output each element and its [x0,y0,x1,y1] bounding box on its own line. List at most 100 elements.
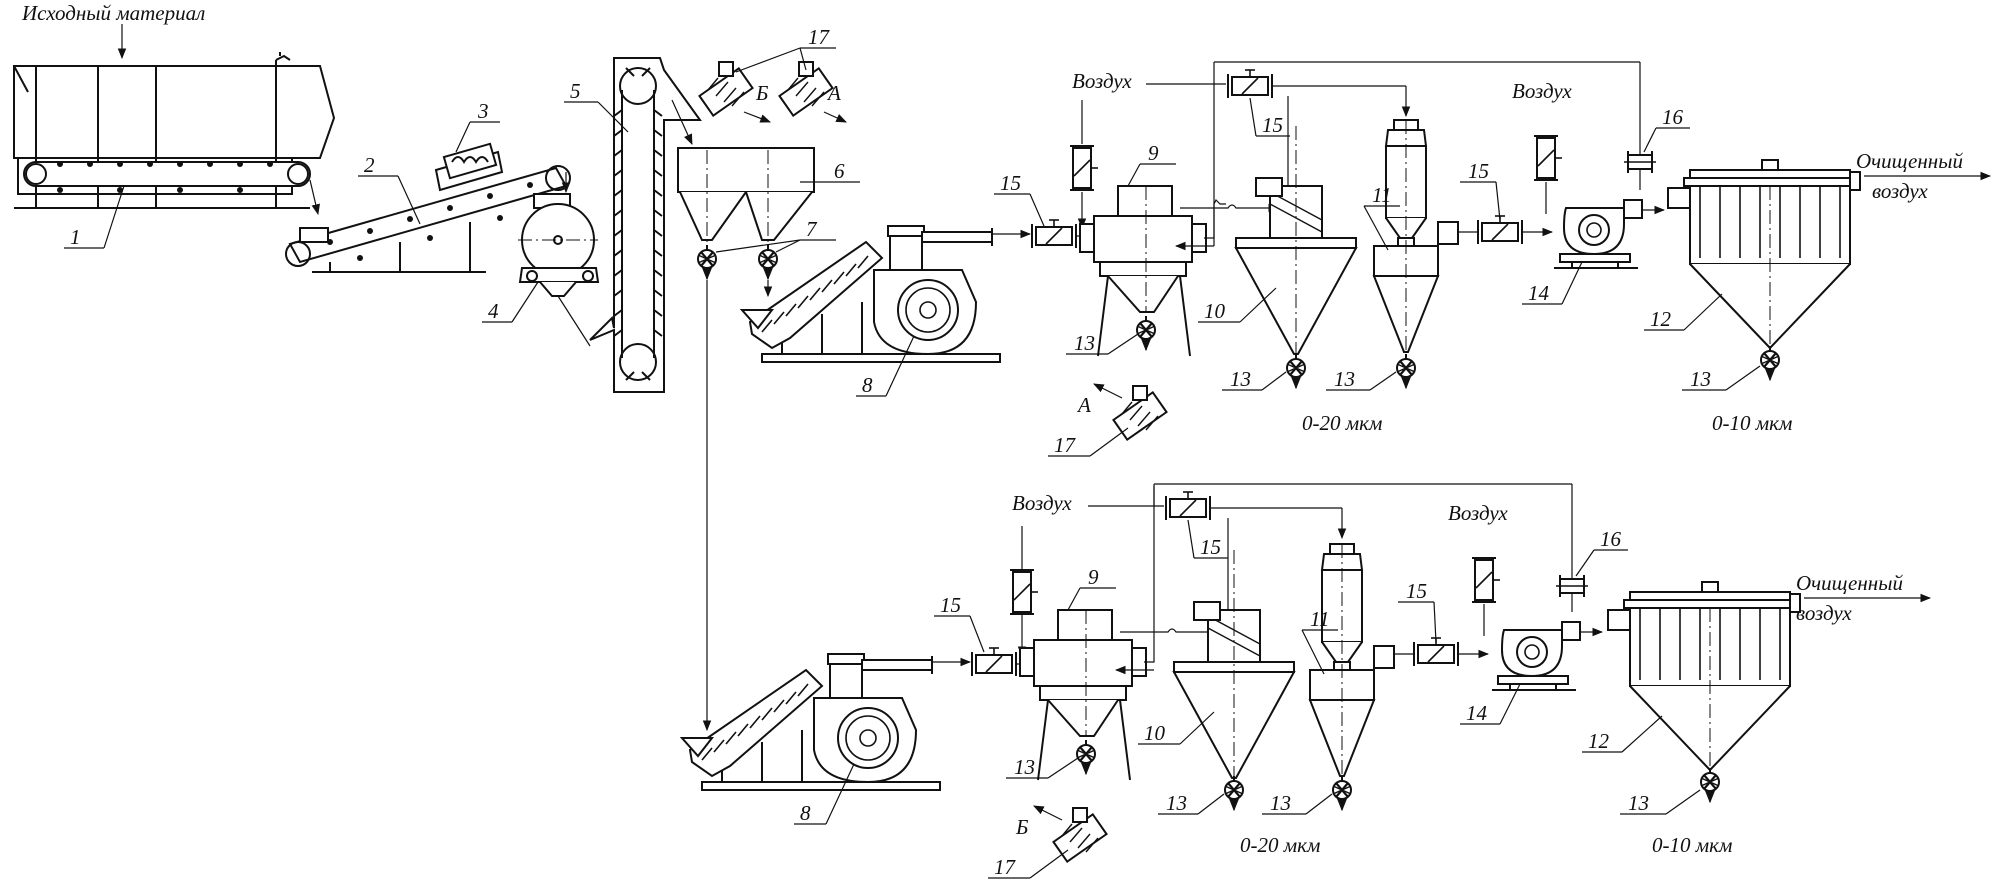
callout-15-lower-a: 15 [940,593,961,617]
callout-4: 4 [488,299,499,323]
callout-8-lower: 8 [800,801,811,825]
flap-16-upper[interactable] [1623,150,1657,174]
label-cleaned-air-lower-2: воздух [1796,601,1852,625]
duct-classifier-to-cyclone-upper [1204,198,1226,239]
classifier-column-lower [1309,543,1395,777]
callout-15-upper-c: 15 [1468,159,1489,183]
belt-conveyor [285,165,571,273]
label-fraction-20-upper: 0-20 мкм [1302,411,1382,435]
packer-17-b [698,61,754,117]
damper-15-recirc-upper[interactable] [1227,69,1273,99]
label-air-lower-1: Воздух [1012,491,1072,515]
callout-11-upper: 11 [1372,183,1391,207]
label-fraction-10-lower: 0-10 мкм [1652,833,1732,857]
callout-7: 7 [806,217,818,241]
rotary-valve-13-column-upper[interactable] [1397,354,1415,388]
callout-12-lower: 12 [1588,729,1610,753]
damper-15-recirc-lower[interactable] [1165,491,1211,521]
storage-bunker [677,147,815,262]
rotary-valve-13-classifier-lower[interactable] [1077,740,1095,774]
callout-13-filter-upper: 13 [1690,367,1711,391]
callout-2: 2 [364,153,375,177]
callout-13-column-upper: 13 [1334,367,1355,391]
label-air-upper-1: Воздух [1072,69,1132,93]
callout-17-top: 17 [808,25,831,49]
bucket-elevator [589,57,702,393]
label-fraction-10-upper: 0-10 мкм [1712,411,1792,435]
callout-5: 5 [570,79,581,103]
packer-17-a [778,61,834,117]
bag-filter-lower [1607,581,1801,771]
arrow-a-out [823,111,847,123]
label-air-lower-2: Воздух [1448,501,1508,525]
rotary-valve-13-column-lower[interactable] [1333,776,1351,810]
damper-15-mill-upper[interactable] [1031,219,1077,249]
label-cleaned-air-upper-2: воздух [1872,179,1928,203]
damper-15-blower-lower[interactable] [1413,637,1459,667]
callout-13-cyclone-upper: 13 [1230,367,1251,391]
callout-15-lower-c: 15 [1406,579,1427,603]
callout-16-upper: 16 [1662,105,1684,129]
callout-8-upper: 8 [862,373,873,397]
rotary-valve-13-cyclone-upper[interactable] [1287,354,1305,388]
callout-14-lower: 14 [1466,701,1488,725]
callout-13-column-lower: 13 [1270,791,1291,815]
magnetic-separator [434,142,504,192]
label-source-material: Исходный материал [21,1,205,25]
callout-14-upper: 14 [1528,281,1550,305]
damper-15-air-lower[interactable] [1009,569,1039,615]
callout-10-lower: 10 [1144,721,1166,745]
callout-17-mid: 17 [1054,433,1077,457]
callout-12-upper: 12 [1650,307,1672,331]
label-branch-a-top: А [826,81,841,105]
callout-15-upper-b: 15 [1262,113,1283,137]
label-branch-b-top: Б [755,81,768,105]
callout-13-classifier-lower: 13 [1014,755,1035,779]
label-air-upper-2: Воздух [1512,79,1572,103]
callout-13-classifier-upper: 13 [1074,331,1095,355]
callout-6: 6 [834,159,845,183]
fan-14-upper [1553,199,1643,269]
callout-15-lower-b: 15 [1200,535,1221,559]
damper-15-air-lower-2[interactable] [1471,557,1501,603]
cyclone-lower [1173,549,1295,779]
callout-3: 3 [477,99,489,123]
packer-17-lower-b [1052,807,1108,863]
callout-16-lower: 16 [1600,527,1622,551]
callout-1: 1 [70,225,81,249]
rotary-valve-13-filter-upper[interactable] [1761,346,1779,380]
feed-hopper [13,52,336,209]
damper-15-mill-lower[interactable] [971,647,1017,677]
bag-filter-upper [1667,159,1861,349]
label-branch-a-mid: А [1076,393,1091,417]
callout-9-lower: 9 [1088,565,1099,589]
damper-15-blower-upper[interactable] [1477,215,1523,245]
callout-11-lower: 11 [1310,607,1329,631]
mill-lower [681,653,941,791]
callout-13-filter-lower: 13 [1628,791,1649,815]
damper-15-air-upper-2[interactable] [1533,135,1563,181]
packer-17-lower-a [1112,385,1168,441]
fan-14-lower [1491,621,1581,691]
rotary-valve-7b[interactable] [759,245,777,279]
callout-13-cyclone-lower: 13 [1166,791,1187,815]
flow-arrow-4-5 [557,295,591,347]
flow-arrow-1-2 [309,179,320,216]
damper-15-air-upper[interactable] [1069,145,1099,191]
callout-17-lower: 17 [994,855,1017,879]
rotary-valve-13-filter-lower[interactable] [1701,768,1719,802]
label-cleaned-air-lower-1: Очищенный [1796,571,1903,595]
flow-arrow-5-6 [671,99,693,145]
rotary-valve-13-classifier-upper[interactable] [1137,316,1155,350]
callout-9-upper: 9 [1148,141,1159,165]
label-branch-b-lower: Б [1015,815,1028,839]
rotary-valve-7a[interactable] [698,245,716,279]
flap-16-lower[interactable] [1555,574,1589,598]
arrow-b-out [743,111,772,123]
mill-upper [741,225,1001,363]
label-cleaned-air-upper-1: Очищенный [1856,149,1963,173]
rotary-valve-13-cyclone-lower[interactable] [1225,776,1243,810]
callout-15-upper-a: 15 [1000,171,1021,195]
label-fraction-20-lower: 0-20 мкм [1240,833,1320,857]
